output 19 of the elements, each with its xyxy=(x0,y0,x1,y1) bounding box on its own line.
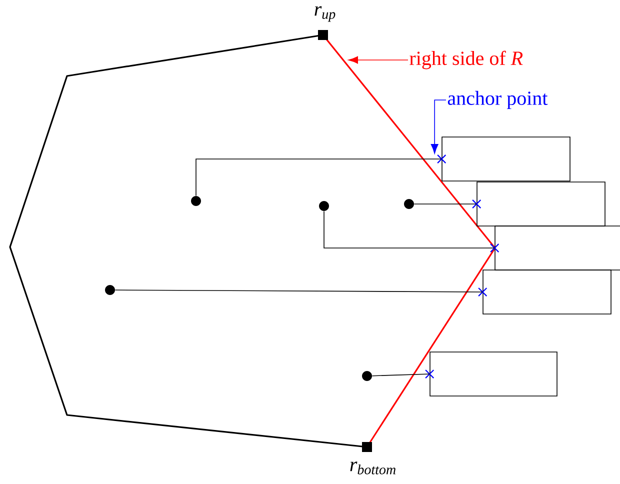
callout-text: anchor point xyxy=(448,90,548,110)
callout-text: right side of R xyxy=(410,50,523,70)
dot xyxy=(191,196,201,206)
connector-line xyxy=(324,210,495,248)
dot xyxy=(105,285,115,295)
connector-line xyxy=(372,374,430,376)
rectangle xyxy=(476,182,606,226)
rectangle xyxy=(442,136,570,182)
rectangle xyxy=(482,270,612,314)
leader-line xyxy=(348,56,408,64)
dot xyxy=(404,199,414,209)
connector-line xyxy=(196,158,442,196)
connector-line xyxy=(114,290,483,292)
leader-line xyxy=(430,100,446,154)
rectangle xyxy=(430,352,558,396)
point-label: r$_{up}$ xyxy=(314,6,336,22)
point-label: r$_{bottom}$ xyxy=(350,462,396,474)
dot xyxy=(362,371,372,381)
dot xyxy=(319,201,329,211)
